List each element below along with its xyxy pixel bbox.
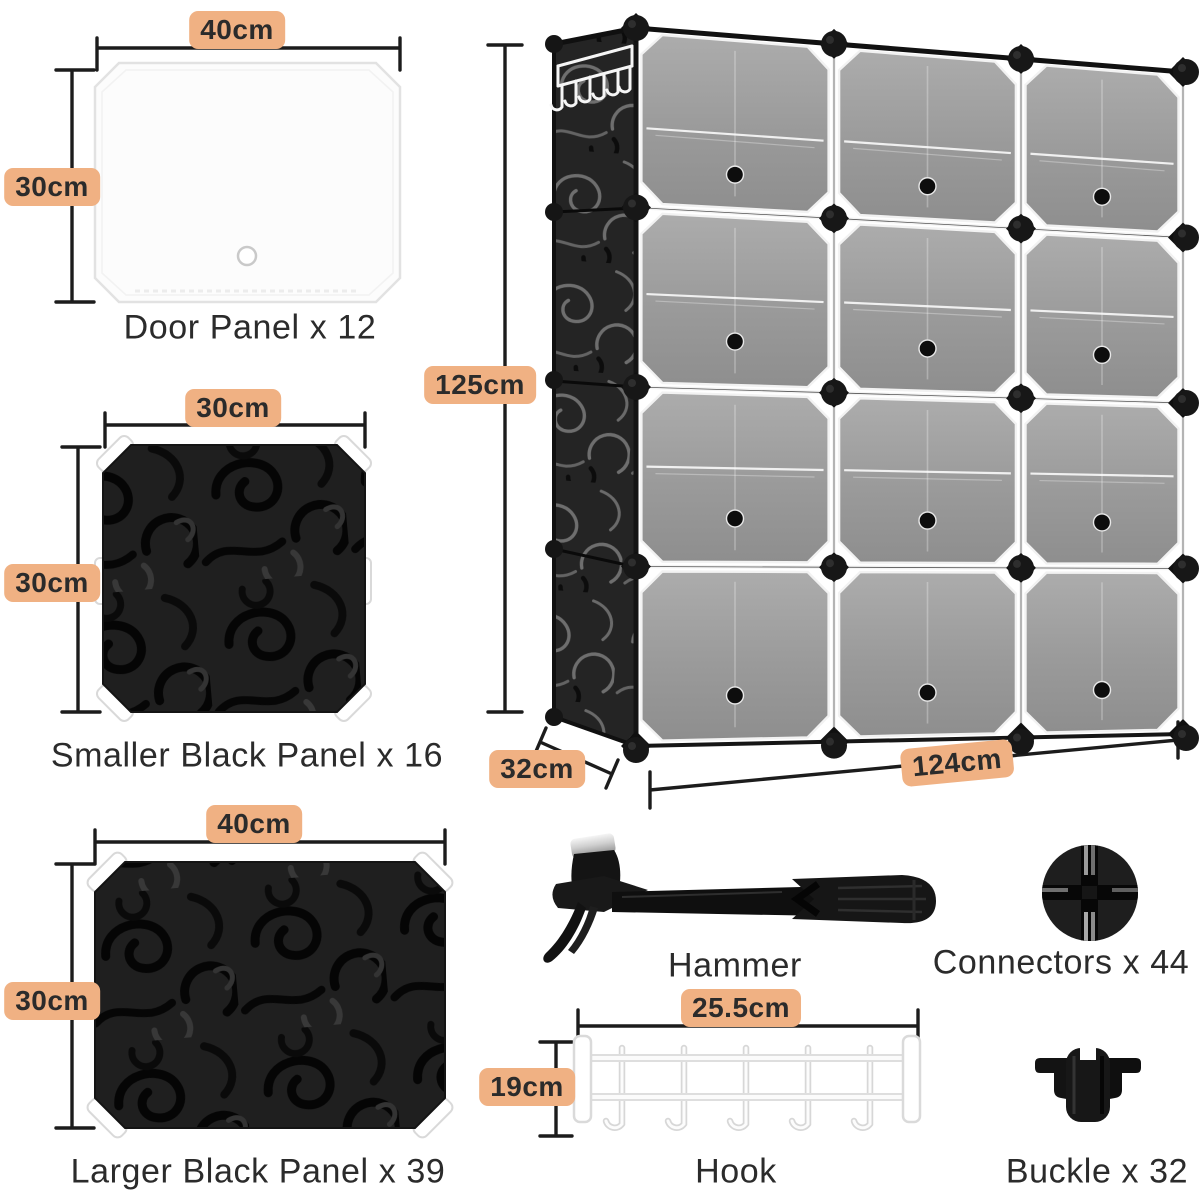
buckle-illustration xyxy=(1035,1044,1141,1122)
hammer-illustration xyxy=(543,833,936,963)
smaller-black-panel-illustration xyxy=(94,434,373,723)
hook-width-badge: 25.5cm xyxy=(681,989,801,1027)
larger-panel-label: Larger Black Panel x 39 xyxy=(70,1152,446,1191)
larger-panel-width-badge: 40cm xyxy=(206,805,302,843)
hook-illustration xyxy=(572,1034,922,1131)
cabinet-illustration xyxy=(545,13,1199,763)
hammer-label: Hammer xyxy=(668,946,802,985)
door-panel-hole xyxy=(236,245,258,267)
connectors-label: Connectors x 44 xyxy=(932,943,1190,982)
door-panel-illustration xyxy=(93,61,402,304)
door-panel-height-badge: 30cm xyxy=(4,168,100,206)
door-panel-label: Door Panel x 12 xyxy=(123,308,377,347)
door-panel-width-badge: 40cm xyxy=(189,11,285,49)
hook-height-badge: 19cm xyxy=(479,1068,575,1106)
hook-label: Hook xyxy=(695,1152,777,1191)
larger-panel-height-badge: 30cm xyxy=(4,982,100,1020)
cabinet-depth-badge: 32cm xyxy=(489,750,585,788)
connectors-illustration xyxy=(1042,845,1138,941)
smaller-panel-height-badge: 30cm xyxy=(4,564,100,602)
smaller-panel-width-badge: 30cm xyxy=(185,389,281,427)
larger-black-panel-illustration xyxy=(86,851,454,1139)
cabinet-height-badge: 125cm xyxy=(424,366,536,404)
smaller-panel-label: Smaller Black Panel x 16 xyxy=(50,736,444,775)
cabinet-front-face xyxy=(621,13,1199,763)
buckle-label: Buckle x 32 xyxy=(1005,1152,1189,1191)
cabinet-hook-rack-icon xyxy=(549,44,634,112)
